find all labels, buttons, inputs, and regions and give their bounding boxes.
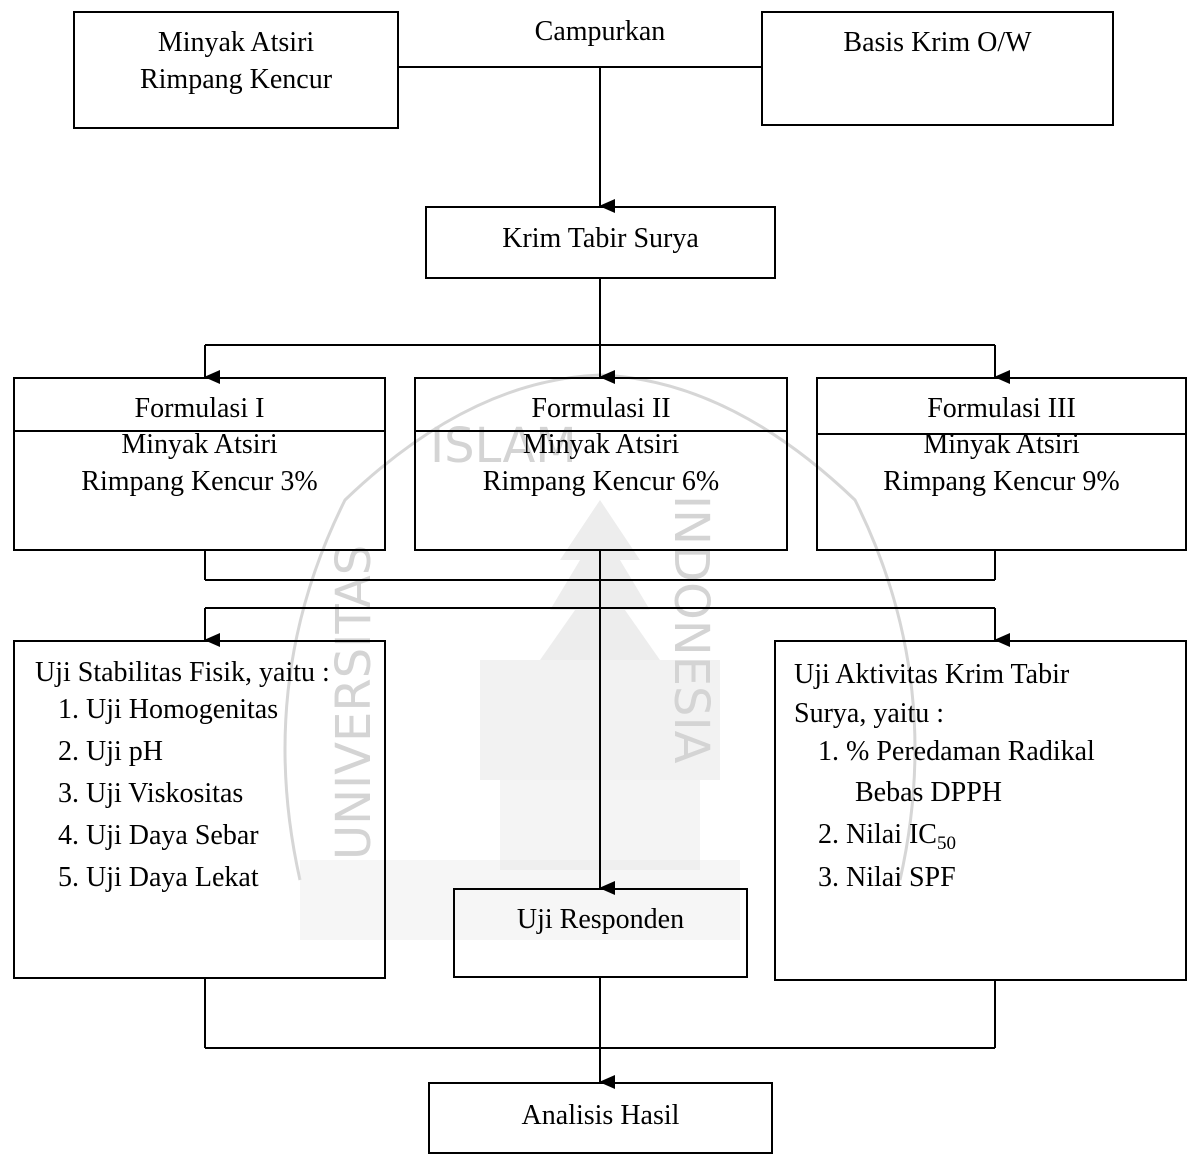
uji-stabilitas-item: 2. Uji pH [58, 736, 163, 767]
formulasi-2-line2: Rimpang Kencur 6% [482, 466, 720, 497]
minyak-atsiri-line2: Rimpang Kencur [139, 64, 333, 95]
uji-responden-label: Uji Responden [516, 904, 685, 935]
uji-stabilitas-item: 4. Uji Daya Sebar [58, 820, 259, 851]
uji-aktivitas-item1-line1: 1. % Peredaman Radikal [818, 736, 1095, 767]
uji-aktivitas-title-line1: Uji Aktivitas Krim Tabir [794, 659, 1070, 690]
uji-aktivitas-item2: 2. Nilai IC50 [818, 818, 956, 854]
uji-stabilitas-item: 1. Uji Homogenitas [58, 694, 279, 725]
uji-aktivitas-item1-line2: Bebas DPPH [855, 777, 1003, 808]
formulasi-3-title: Formulasi III [927, 393, 1076, 424]
uji-stabilitas-box [13, 640, 386, 979]
uji-aktivitas-item3: 3. Nilai SPF [818, 862, 956, 893]
formulasi-3-line2: Rimpang Kencur 9% [883, 466, 1120, 497]
uji-stabilitas-title: Uji Stabilitas Fisik, yaitu : [35, 657, 330, 688]
formulasi-3-box [816, 377, 1187, 551]
basis-krim-box [761, 11, 1114, 126]
uji-stabilitas-list: 1. Uji Homogenitas 2. Uji pH 3. Uji Visk… [58, 689, 278, 899]
uji-aktivitas-item2-main: 2. Nilai IC [818, 819, 937, 850]
uji-aktivitas-item2-sub: 50 [937, 833, 956, 854]
uji-responden-box [453, 888, 748, 978]
uji-stabilitas-item: 5. Uji Daya Lekat [58, 862, 259, 893]
krim-tabir-surya-label: Krim Tabir Surya [502, 223, 699, 254]
uji-stabilitas-item: 3. Uji Viskositas [58, 778, 244, 809]
formulasi-1-divider [13, 430, 386, 432]
formulasi-1-box [13, 377, 386, 551]
formulasi-2-divider [414, 430, 788, 432]
minyak-atsiri-line1: Minyak Atsiri [157, 27, 315, 58]
formulasi-1-title: Formulasi I [134, 393, 265, 424]
formulasi-3-divider [816, 433, 1187, 435]
formulasi-1-line1: Minyak Atsiri [121, 429, 278, 460]
uji-aktivitas-box [774, 640, 1187, 981]
formulasi-2-line1: Minyak Atsiri [522, 429, 680, 460]
campurkan-label: Campurkan [534, 16, 666, 47]
analisis-hasil-label: Analisis Hasil [521, 1100, 680, 1131]
minyak-atsiri-box [73, 11, 399, 129]
formulasi-1-line2: Rimpang Kencur 3% [81, 466, 318, 497]
formulasi-2-title: Formulasi II [531, 393, 671, 424]
formulasi-3-line1: Minyak Atsiri [923, 429, 1080, 460]
uji-aktivitas-title-line2: Surya, yaitu : [794, 698, 945, 729]
basis-krim-label: Basis Krim O/W [843, 27, 1032, 58]
formulasi-2-box [414, 377, 788, 551]
krim-tabir-surya-box [425, 206, 776, 279]
